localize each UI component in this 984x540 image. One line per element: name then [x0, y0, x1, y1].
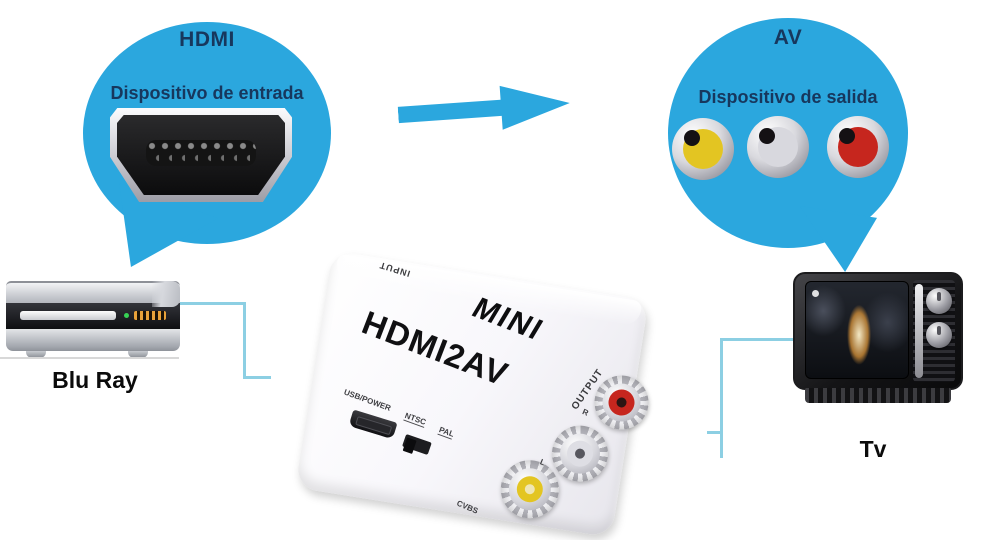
input-bubble-subtitle: Dispositivo de entrada	[110, 83, 304, 103]
hdmi2av-product-diagram: { "input_bubble": { "title": "HDMI", "su…	[0, 18, 963, 538]
tv-slider-bar	[915, 284, 923, 378]
converter-jack-white	[547, 421, 613, 486]
tv-knob-top	[926, 288, 952, 314]
bluray-label: Blu Ray	[52, 367, 138, 393]
mini-usb-slot	[355, 416, 393, 436]
converter-pal-label: PAL	[437, 425, 456, 440]
output-bubble-subtitle: Dispositivo de salida	[698, 87, 878, 107]
converter-body: INPUT MINI HDMI2AV OUTPUT USB/POWER NTSC…	[295, 250, 653, 538]
bluray-shadow-line	[0, 357, 179, 359]
bluray-to-converter-line-h2	[243, 376, 271, 379]
bluray-disc-tray	[20, 311, 116, 320]
tv-to-converter-line-tick	[707, 431, 722, 434]
ntsc-pal-switch	[402, 433, 432, 456]
tv-knob-bottom	[926, 322, 952, 348]
rca-white-hole	[759, 128, 775, 144]
bluray-base	[6, 329, 180, 351]
tv-label: Tv	[859, 436, 887, 462]
tv-to-converter-line-v	[720, 338, 723, 458]
bluray-to-converter-line-v	[243, 302, 246, 379]
tv-control-panel	[913, 280, 955, 382]
right-arrow-icon	[396, 74, 572, 144]
bluray-to-converter-line-h1	[178, 302, 246, 305]
bluray-front-panel	[6, 303, 180, 329]
output-bubble-title: AV	[773, 26, 803, 49]
converter-jack-yellow	[496, 456, 563, 523]
hdmi2av-converter-image: INPUT MINI HDMI2AV OUTPUT USB/POWER NTSC…	[295, 250, 664, 538]
bluray-power-led	[124, 313, 129, 318]
tv-screen-glint	[812, 290, 819, 297]
rca-yellow-hole	[684, 130, 700, 146]
mini-usb-port	[348, 409, 398, 440]
bluray-player-image	[6, 281, 180, 359]
jack-label-cvbs: CVBS	[455, 498, 480, 516]
rca-red-icon	[827, 116, 889, 178]
bluray-front-right-cap	[152, 281, 180, 307]
ntsc-pal-switch-knob	[402, 437, 417, 454]
tv-base-vent	[805, 388, 951, 403]
hdmi-port-icon	[110, 108, 292, 202]
tv-screen	[805, 281, 909, 379]
input-bubble-title: HDMI	[179, 28, 235, 51]
hdmi-port-pins	[146, 140, 256, 166]
rca-yellow-icon	[672, 118, 734, 180]
bluray-foot-left	[26, 351, 46, 358]
bluray-clock-display	[134, 311, 166, 320]
converter-usb-power-label: USB/POWER	[342, 387, 393, 413]
jack-label-r: R	[580, 407, 590, 418]
tv-image	[793, 272, 963, 404]
bluray-foot-right	[128, 351, 148, 358]
converter-ntsc-label: NTSC	[403, 411, 428, 428]
tv-to-converter-line-h	[722, 338, 795, 341]
bluray-top-lid	[6, 281, 180, 305]
rca-white-icon	[747, 116, 809, 178]
rca-red-hole	[839, 128, 855, 144]
